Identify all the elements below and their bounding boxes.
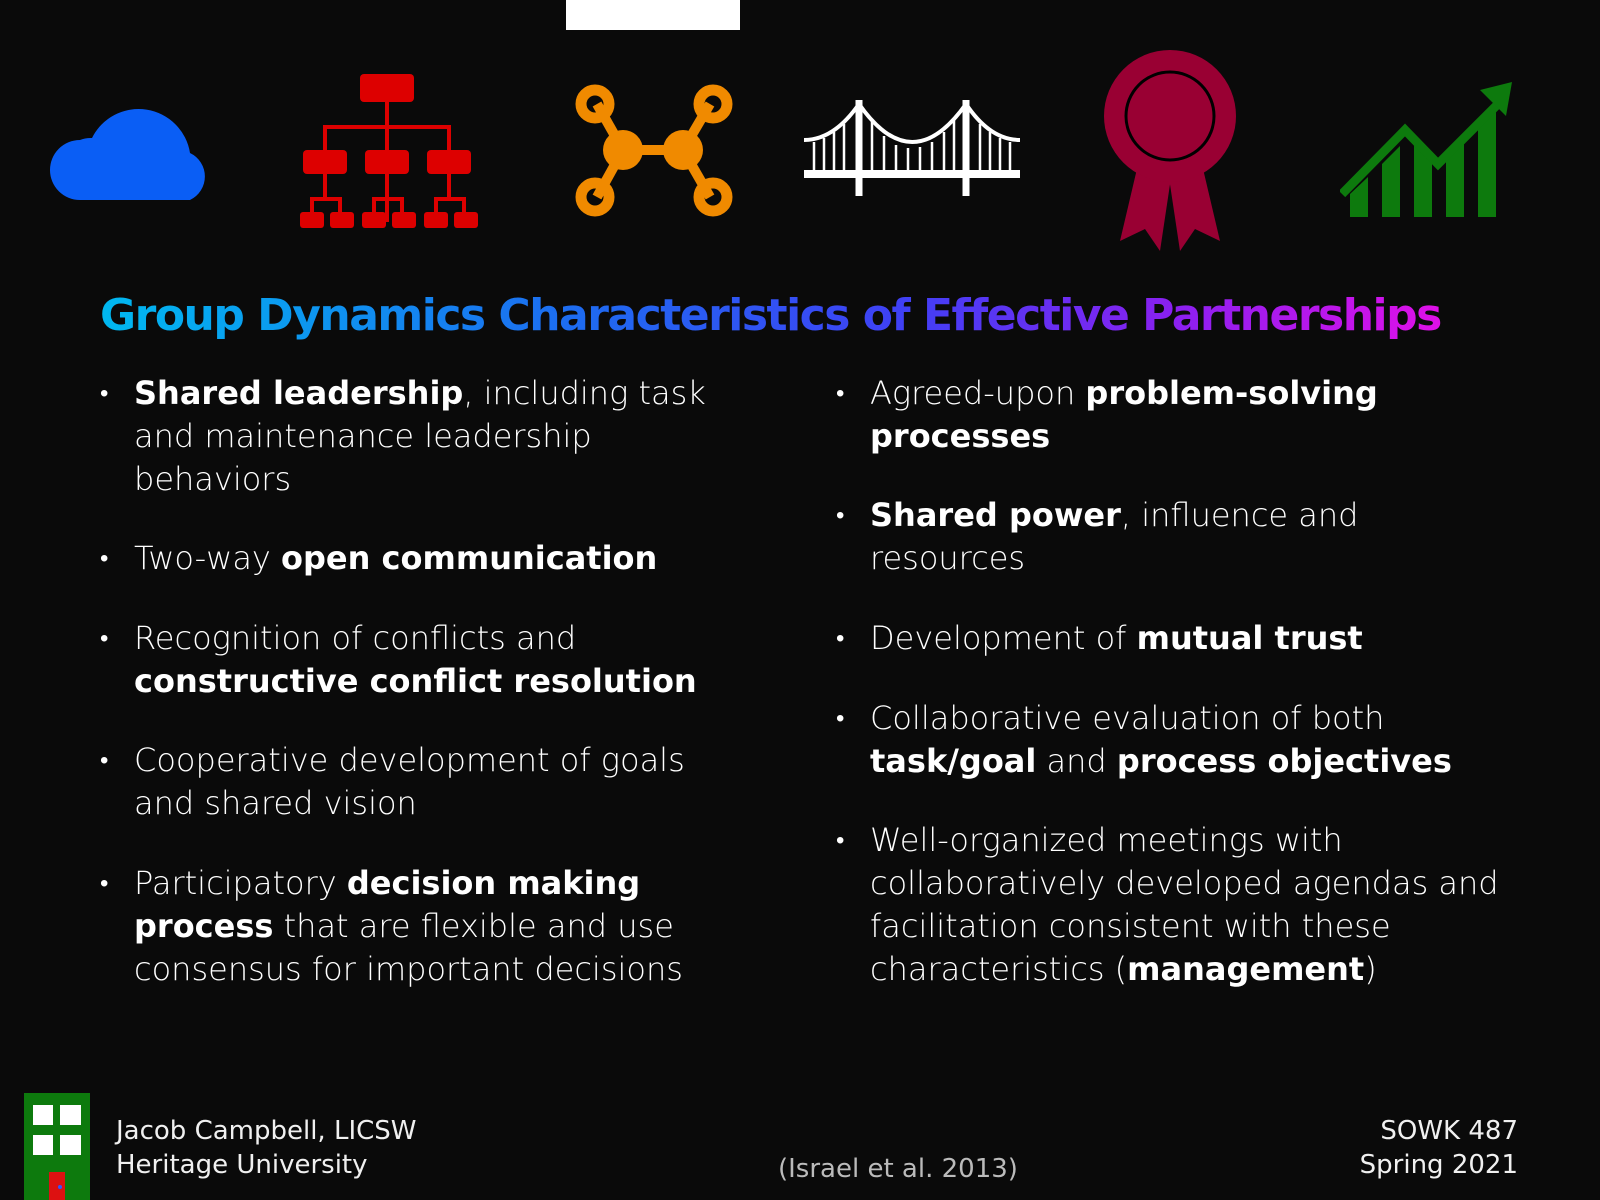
bullet-text-bold: Shared power [870, 496, 1121, 534]
bullet-text: and [1036, 742, 1117, 780]
heritage-university-logo [24, 1093, 90, 1200]
bullet-item: Recognition of conflicts and constructiv… [100, 617, 754, 703]
bullet-text: ) [1364, 950, 1377, 988]
slide-title: Group Dynamics Characteristics of Effect… [100, 290, 1442, 341]
award-ribbon-icon [1104, 50, 1236, 251]
bullet-text-bold: open communication [281, 539, 658, 577]
bullet-text: that are flexible and use consensus for … [134, 907, 683, 988]
bullet-text-bold: management [1127, 950, 1365, 988]
bullet-item: Participatory decision making process th… [100, 862, 754, 991]
footer-course: SOWK 487 [1380, 1116, 1518, 1146]
bullet-text-bold: mutual trust [1136, 619, 1363, 657]
footer-term: Spring 2021 [1359, 1150, 1518, 1180]
growth-chart-icon [1340, 82, 1512, 217]
bullet-item: Well-organized meetings with collaborati… [836, 819, 1510, 991]
footer-institution: Heritage University [116, 1150, 368, 1180]
cloud-icon [50, 109, 205, 200]
bullet-text: Collaborative evaluation of both [870, 699, 1385, 737]
footer-citation: (Israel et al. 2013) [778, 1154, 1018, 1184]
bullet-item: Shared leadership, including task and ma… [100, 372, 754, 501]
bullet-text: Cooperative development of goals and sha… [134, 741, 685, 822]
bullet-text: , including task and maintenance leaders… [134, 374, 706, 498]
bullet-text-bold: decision making process [134, 864, 641, 945]
bullet-text: Two-way [134, 539, 282, 577]
bridge-icon [804, 100, 1020, 196]
network-nodes-icon [575, 84, 733, 217]
bullet-text-bold: process objectives [1116, 742, 1452, 780]
bullet-item: Cooperative development of goals and sha… [100, 739, 754, 825]
bullet-text-bold: task/goal [870, 742, 1037, 780]
bullet-item: Agreed-upon problem-solving processes [836, 372, 1510, 458]
bullet-text-bold: problem-solving processes [870, 374, 1378, 455]
bullet-text: Well-organized meetings with collaborati… [870, 821, 1499, 988]
bullet-item: Shared power, influence and resources [836, 494, 1510, 580]
footer-author-block: Jacob Campbell, LICSW Heritage Universit… [116, 1114, 417, 1182]
bullet-item: Collaborative evaluation of both task/go… [836, 697, 1510, 783]
bullet-text: Development of [870, 619, 1137, 657]
bullet-text: , influence and resources [870, 496, 1359, 577]
footer-author: Jacob Campbell, LICSW [116, 1116, 417, 1146]
bullet-text: Participatory [134, 864, 347, 902]
bullet-text: Agreed-upon [870, 374, 1086, 412]
bullet-text-bold: constructive conflict resolution [134, 662, 697, 700]
bullet-text: Recognition of conflicts and [134, 619, 577, 657]
bullet-text-bold: Shared leadership [134, 374, 464, 412]
footer-course-block: SOWK 487 Spring 2021 [1360, 1114, 1518, 1182]
top-white-bar [566, 0, 740, 30]
bullet-item: Two-way open communication [100, 537, 754, 580]
org-chart-icon [300, 74, 478, 228]
bullet-item: Development of mutual trust [836, 617, 1510, 660]
